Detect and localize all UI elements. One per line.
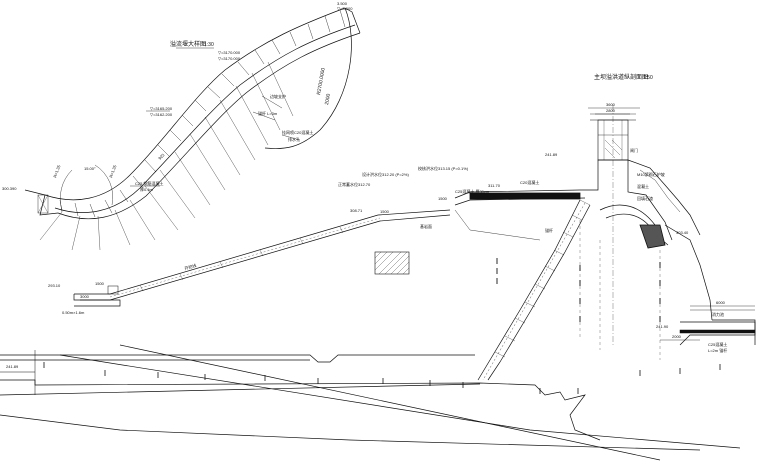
crest-left-elev: 241.89 xyxy=(545,152,558,157)
detail-curve-len: 923 xyxy=(157,152,166,161)
left-base-elev: 241.89 xyxy=(6,364,19,369)
detail-radius-a: R=1.35 xyxy=(52,164,61,179)
dim-d5: 1500 xyxy=(380,209,390,214)
right-note-c: 回填石渣 xyxy=(637,195,653,201)
mid-top-elev: 311.70 xyxy=(488,183,501,188)
right-note-a: M10浆砌石护坡 xyxy=(637,171,665,177)
ground-line-upper xyxy=(0,354,475,363)
chute-upper xyxy=(74,209,451,295)
bedrock-note: 基岩面 xyxy=(420,223,432,229)
ogee-elev: 308.71 xyxy=(350,208,363,213)
stilling-label: 消力池 xyxy=(712,311,724,317)
ground-dim-note: 0.50m×1.6m xyxy=(62,310,85,315)
weir-detail-view xyxy=(24,7,361,251)
detail-radius-b: R=1.35 xyxy=(108,164,117,179)
detail-angle: 15.00° xyxy=(84,166,96,171)
c20-slab-note: C20混凝土 xyxy=(520,179,539,185)
material-block xyxy=(374,251,410,275)
c25-slab-note: C25混凝土 厚30cm xyxy=(455,188,490,194)
detail-right-dim-b: 2000 xyxy=(324,93,332,105)
anchor-note: 锚杆 xyxy=(545,227,553,233)
dim-d2: 3000 xyxy=(80,294,90,299)
stilling-basin xyxy=(679,321,756,346)
section-title: 主坝溢洪道纵剖面图 xyxy=(594,73,648,81)
detail-note-mesh: 挂网喷C20混凝土 xyxy=(282,129,313,135)
ground-line-lower xyxy=(0,379,601,441)
gate-mid-dim: 2800 xyxy=(606,108,616,113)
check-flood-note: 校核洪水位313.15 (P=0.1%) xyxy=(418,165,469,171)
pool-note-b: C25混凝土 xyxy=(708,341,727,347)
pool-note: L=2m 锚杆 xyxy=(708,347,727,353)
detail-note-drain: 排水孔 xyxy=(288,136,300,142)
dim-d3: 6000 xyxy=(716,300,726,305)
detail-scale: 1:30 xyxy=(204,42,214,48)
detail-top-elev-b: ▽=3170.000 xyxy=(218,56,241,61)
right-note-b: 混凝土 xyxy=(637,183,649,189)
detail-top-right-b: ▽=3.000 xyxy=(337,6,353,11)
dim-d1: 1500 xyxy=(95,281,105,286)
detail-note-c25-b: 厚0.4m xyxy=(140,187,154,192)
weir-profile-inner xyxy=(54,24,356,213)
detail-mid-elev-b: ▽=3162.200 xyxy=(150,112,173,117)
longitudinal-section xyxy=(0,105,756,461)
chute-lower xyxy=(80,214,451,301)
gate-note: 闸门 xyxy=(630,147,638,153)
stilling-elev: 241.90 xyxy=(656,324,669,329)
normal-level-note: 正常蓄水位312.70 xyxy=(338,181,371,187)
weir-profile-outer xyxy=(44,7,346,201)
gate-top-dim: 3600 xyxy=(606,102,616,107)
detail-left-elev: 300.390 xyxy=(2,186,17,191)
dim-d4: 2000 xyxy=(672,334,682,339)
detail-mid-elev: ▽=3165.200 xyxy=(150,106,173,111)
right-ground-elev: 303.40 xyxy=(676,230,689,235)
detail-right-dim: R2700.0000 xyxy=(316,67,327,95)
excavation-line-note: 开挖线 xyxy=(184,262,197,271)
detail-title: 溢流堰大样图 xyxy=(170,40,206,48)
terrace-elev: 293.10 xyxy=(48,283,61,288)
section-scale: 1:50 xyxy=(643,75,653,81)
design-flood-note: 设计洪水位312.20 (P=2%) xyxy=(362,171,409,177)
detail-top-elev: ▽=3170.000 xyxy=(218,50,241,55)
detail-note-anchor: 锚杆 L=3m xyxy=(258,110,278,116)
downstream-face xyxy=(477,199,581,381)
spill-length-note: 1500 xyxy=(438,196,448,201)
detail-note-slope: 边坡支护 xyxy=(270,93,286,99)
detail-note-c25: C25 钢筋混凝土 xyxy=(135,180,163,186)
weir-profile-lower xyxy=(57,32,361,220)
detail-top-right-a: 3.500 xyxy=(337,1,348,6)
